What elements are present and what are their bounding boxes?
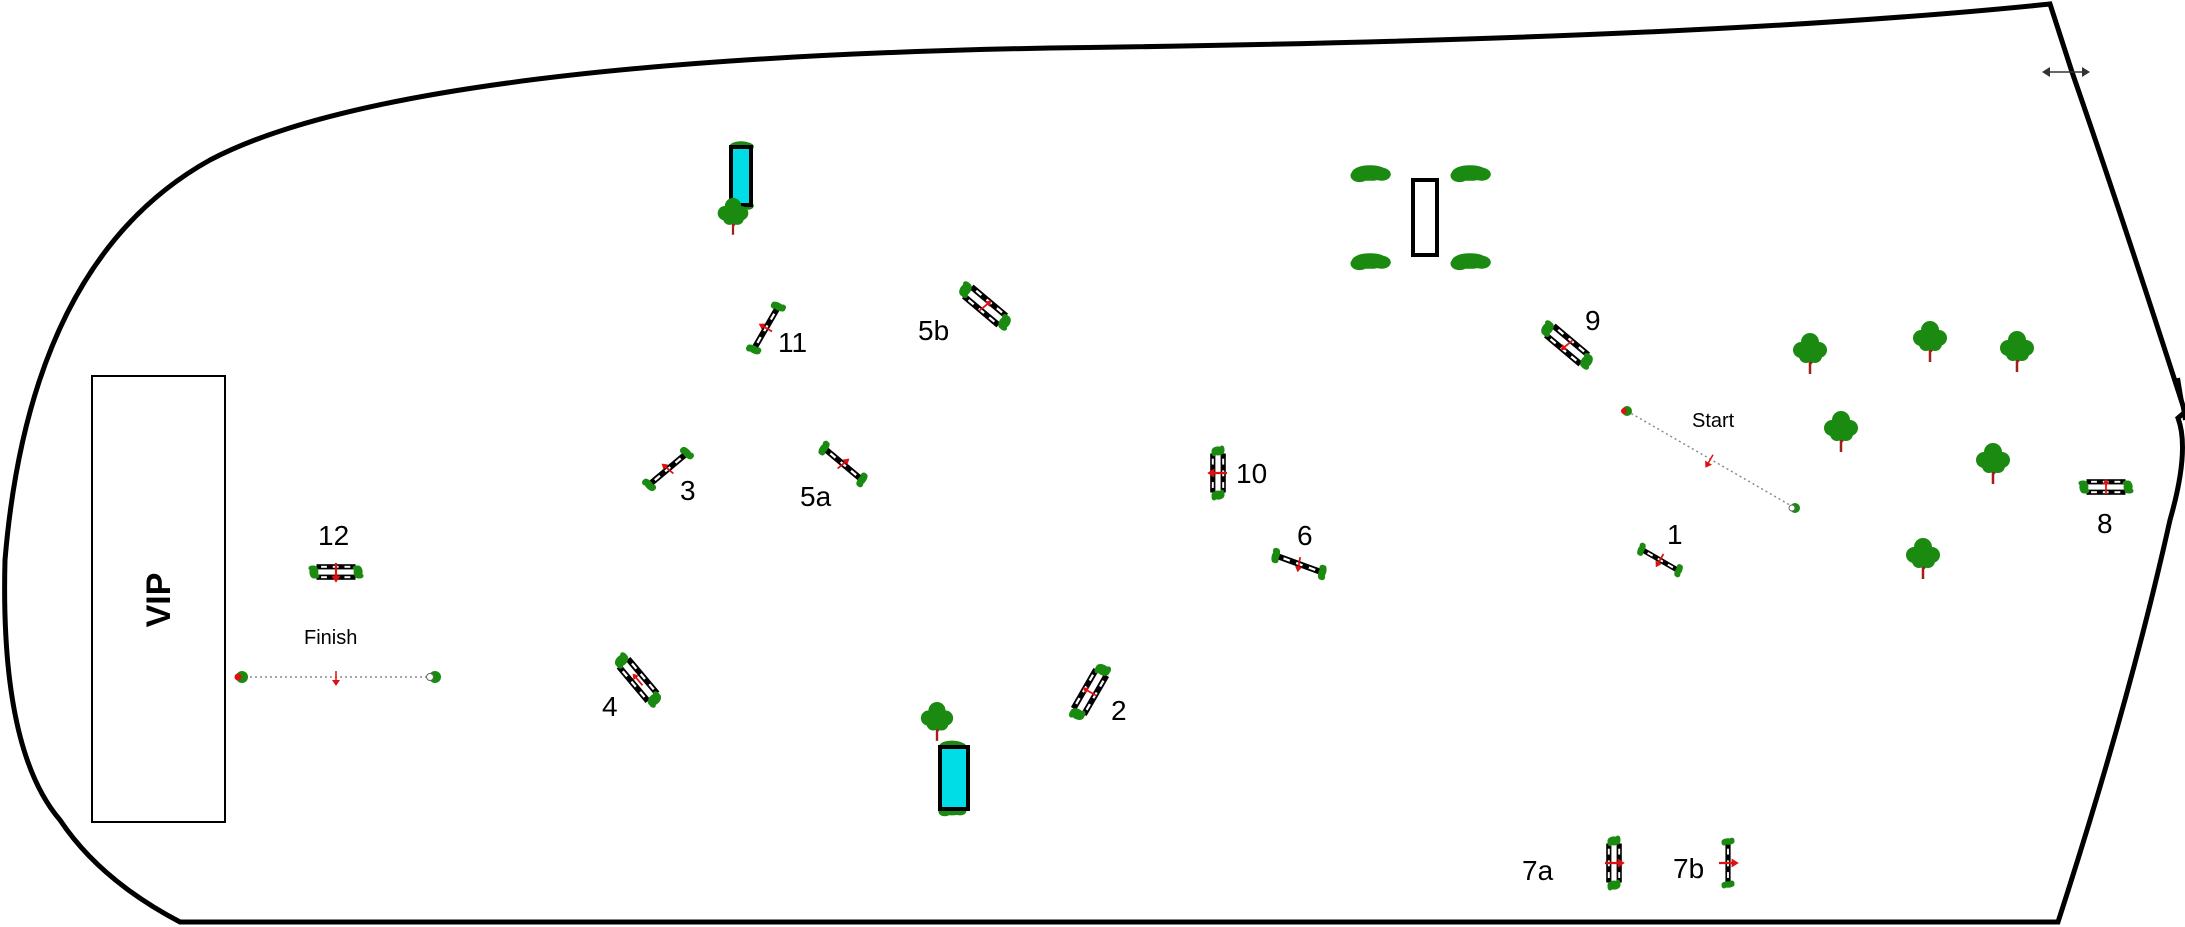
fence-3-label: 3 <box>680 475 696 506</box>
fence-4-label: 4 <box>602 691 618 722</box>
fence-12-label: 12 <box>318 520 349 551</box>
fence-6: 6 <box>1269 520 1329 581</box>
tree-icon <box>1911 319 1949 364</box>
fence-1: 1 <box>1635 519 1685 578</box>
water-obstacle-top <box>716 141 754 236</box>
fence-7b: 7b <box>1673 838 1740 889</box>
fence-12: 12 <box>308 520 363 584</box>
fence-10-label: 10 <box>1236 458 1267 489</box>
tree-group <box>1791 319 2036 581</box>
start-line: Start <box>1621 406 1800 513</box>
fence-3: 3 <box>641 444 696 506</box>
fence-9-label: 9 <box>1585 305 1601 336</box>
tree-icon <box>1998 329 2036 374</box>
water-obstacle-bottom <box>919 700 970 817</box>
tree-icon <box>1791 331 1829 376</box>
double-arrow-horizontal-icon <box>2042 67 2090 77</box>
fence-1-label: 1 <box>1667 519 1683 550</box>
fence-8: 8 <box>2078 477 2133 539</box>
fence-4: 4 <box>602 650 665 722</box>
fence-2-label: 2 <box>1111 695 1127 726</box>
fence-5b: 5b <box>918 279 1015 346</box>
hedge-obstacle <box>1350 165 1491 271</box>
finish-line: Finish <box>234 627 441 687</box>
tree-icon <box>1904 536 1942 581</box>
fence-7a-label: 7a <box>1522 855 1554 886</box>
fence-5a: 5a <box>800 439 870 512</box>
fence-10: 10 <box>1206 445 1267 500</box>
fence-11: 11 <box>745 299 807 358</box>
vip-area: VIP <box>91 375 226 823</box>
fence-5a-label: 5a <box>800 481 832 512</box>
finish-label: Finish <box>304 627 357 649</box>
fence-5b-label: 5b <box>918 315 949 346</box>
fence-11-label: 11 <box>778 327 807 358</box>
tree-icon <box>1974 441 2012 486</box>
fence-2: 2 <box>1066 660 1127 726</box>
vip-label: VIP <box>140 573 178 628</box>
fence-7a: 7a <box>1522 835 1626 890</box>
fence-8-label: 8 <box>2097 508 2113 539</box>
start-label: Start <box>1692 410 1735 432</box>
fence-9: 9 <box>1537 305 1601 372</box>
fence-6-label: 6 <box>1297 520 1313 551</box>
fence-7b-label: 7b <box>1673 853 1704 884</box>
tree-icon <box>1822 409 1860 454</box>
